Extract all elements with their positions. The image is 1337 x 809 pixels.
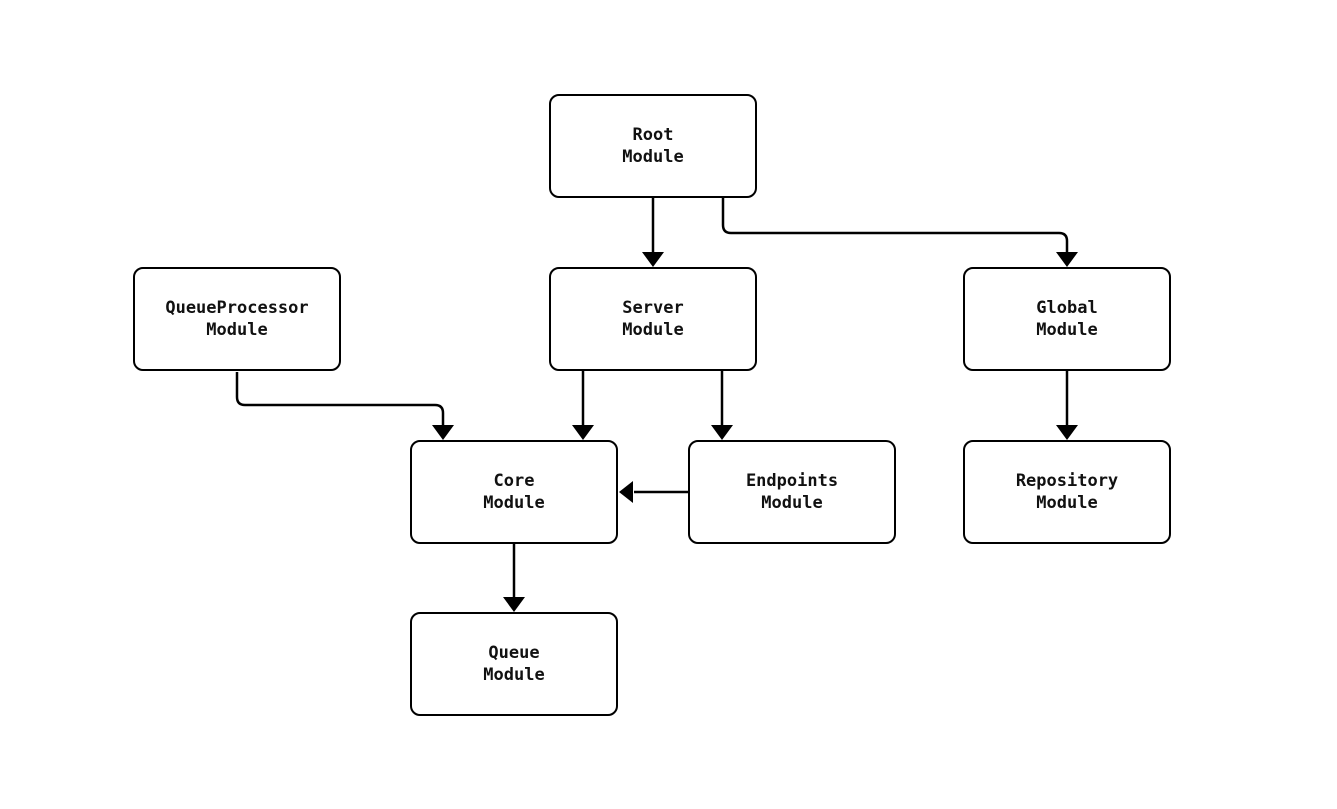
node-queueprocessor-module: QueueProcessor Module (133, 267, 341, 371)
arrowhead-root-to-server (642, 252, 664, 267)
node-queue-module-suffix: Module (483, 665, 545, 685)
node-repository-module: Repository Module (963, 440, 1171, 544)
node-endpoints-module-name: Endpoints (745, 471, 839, 491)
node-global-module-suffix: Module (1036, 320, 1098, 340)
node-root-module-suffix: Module (622, 147, 684, 167)
arrowhead-queueprocessor-to-core (432, 425, 454, 440)
node-core-module: Core Module (410, 440, 618, 544)
node-endpoints-module: Endpoints Module (688, 440, 896, 544)
arrowhead-server-to-core (572, 425, 594, 440)
arrowhead-global-to-repository (1056, 425, 1078, 440)
node-endpoints-module-suffix: Module (761, 493, 823, 513)
edge-root-to-global (721, 198, 1069, 253)
node-queueprocessor-module-name: QueueProcessor (165, 298, 309, 318)
node-root-module: Root Module (549, 94, 757, 198)
node-core-module-name: Core (493, 471, 535, 491)
node-server-module-suffix: Module (622, 320, 684, 340)
node-global-module-name: Global (1036, 298, 1098, 318)
node-repository-module-name: Repository (1015, 471, 1119, 491)
node-root-module-name: Root (632, 125, 674, 145)
edge-queueprocessor-to-core (235, 372, 445, 426)
node-queue-module-name: Queue (488, 643, 540, 663)
node-server-module: Server Module (549, 267, 757, 371)
node-queue-module: Queue Module (410, 612, 618, 716)
node-server-module-name: Server (622, 298, 684, 318)
node-repository-module-suffix: Module (1036, 493, 1098, 513)
arrowhead-server-to-endpoints (711, 425, 733, 440)
arrowhead-core-to-queue (503, 597, 525, 612)
arrowhead-endpoints-to-core (619, 481, 633, 503)
node-global-module: Global Module (963, 267, 1171, 371)
arrowhead-root-to-global (1056, 252, 1078, 267)
node-queueprocessor-module-suffix: Module (206, 320, 268, 340)
node-core-module-suffix: Module (483, 493, 545, 513)
